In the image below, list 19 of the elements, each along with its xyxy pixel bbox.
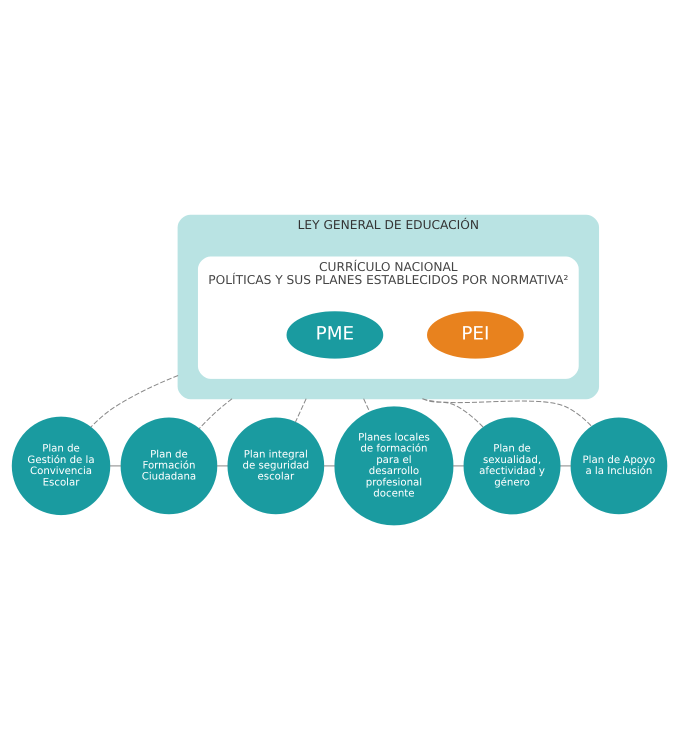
node-circle: Plan de Formación Ciudadana bbox=[120, 417, 218, 514]
node-circle: Plan de sexualidad, afectividad y género bbox=[464, 416, 561, 514]
connector bbox=[422, 398, 592, 426]
node-circle: Planes locales de formación para el desarrollo profesional docente bbox=[334, 406, 454, 525]
connector bbox=[422, 398, 484, 428]
connector bbox=[324, 464, 335, 466]
node-ellipse: PME bbox=[286, 310, 384, 358]
node-circle: Plan integral de seguridad escolar bbox=[227, 417, 324, 514]
connector bbox=[560, 464, 571, 466]
connector bbox=[198, 398, 232, 429]
connector bbox=[110, 464, 121, 466]
connector bbox=[216, 464, 228, 466]
connector bbox=[363, 398, 370, 412]
connector bbox=[90, 374, 178, 428]
node-ellipse: PEI bbox=[427, 310, 524, 358]
node-circle: Plan de Apoyo a la Inclusión bbox=[570, 417, 668, 514]
connector bbox=[452, 464, 464, 466]
connector bbox=[294, 398, 307, 422]
node-circle: Plan de Gestión de la Convivencia Escolar bbox=[12, 416, 110, 515]
